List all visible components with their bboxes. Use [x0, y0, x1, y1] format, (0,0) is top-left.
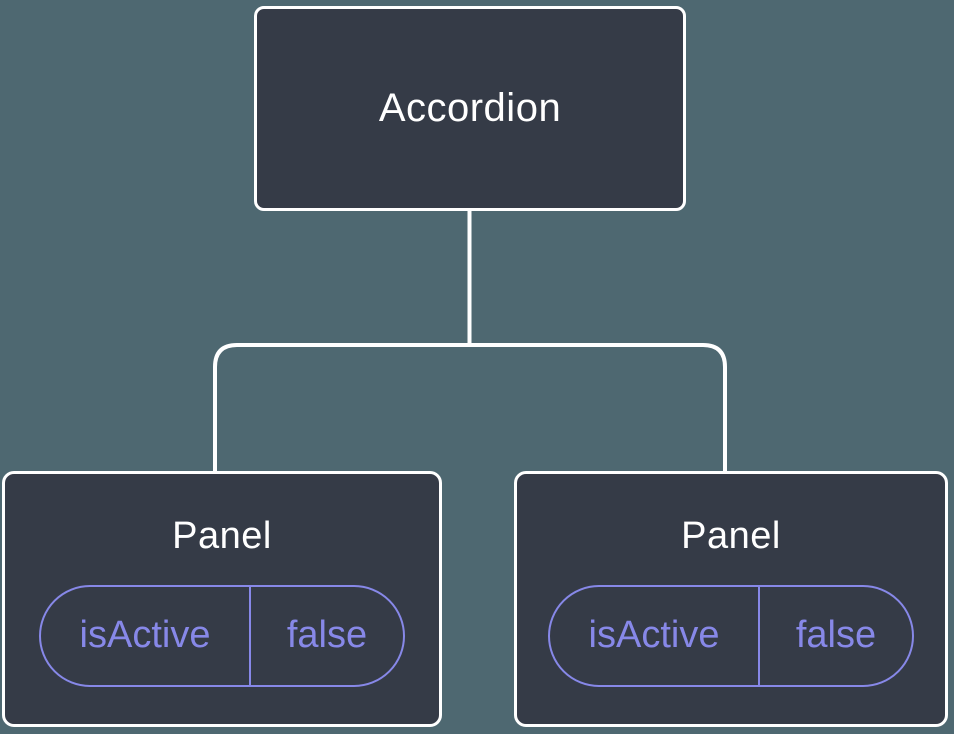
- panel-left-prop-pill: isActive false: [39, 584, 405, 687]
- panel-right-prop-pill: isActive false: [548, 584, 914, 687]
- prop-name: isActive: [550, 586, 760, 685]
- node-panel-right: Panel isActive false: [514, 471, 948, 727]
- node-accordion: Accordion: [254, 6, 686, 211]
- prop-value: false: [286, 614, 368, 657]
- prop-name: isActive: [41, 586, 251, 685]
- connector-bracket: [213, 343, 727, 473]
- panel-right-label: Panel: [681, 515, 781, 557]
- accordion-label: Accordion: [378, 86, 562, 130]
- prop-value: false: [795, 614, 877, 657]
- node-panel-left: Panel isActive false: [2, 471, 442, 727]
- panel-left-label: Panel: [172, 515, 272, 557]
